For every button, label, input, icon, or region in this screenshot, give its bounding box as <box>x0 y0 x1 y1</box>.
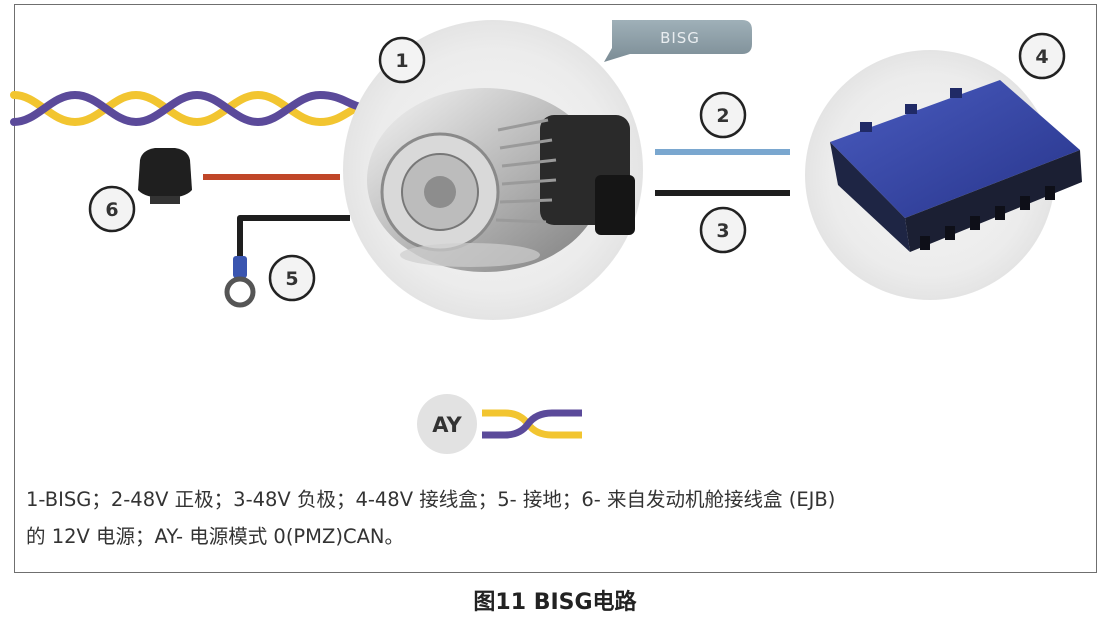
callout-6 <box>88 185 136 233</box>
callout-3 <box>699 206 747 254</box>
bisg-tag-label: BISG <box>660 29 700 47</box>
caption-line-1: 1-BISG；2-48V 正极；3-48V 负极；4-48V 接线盒；5- 接地… <box>26 488 836 511</box>
callout-1 <box>378 36 426 84</box>
ejb-connector <box>138 148 192 204</box>
callout-2-label: 2 <box>716 105 729 127</box>
bisg-alternator <box>367 88 635 272</box>
bisg-tag <box>604 20 752 62</box>
bisg-circuit-diagram: BISG 1 <box>10 20 1082 454</box>
ay-legend <box>417 394 582 454</box>
figure-title: 图11 BISG电路 <box>473 590 637 615</box>
legend-caption: 1-BISG；2-48V 正极；3-48V 负极；4-48V 接线盒；5- 接地… <box>26 481 1086 555</box>
junction-box-48v <box>830 80 1082 252</box>
callout-2 <box>699 91 747 139</box>
callout-1-label: 1 <box>395 50 408 72</box>
callout-5 <box>268 254 316 302</box>
callout-3-label: 3 <box>716 220 729 242</box>
twisted-can-wire <box>10 90 374 127</box>
ay-badge-label: AY <box>432 413 462 437</box>
ground-wire <box>224 215 350 308</box>
callout-5-label: 5 <box>285 268 298 290</box>
callout-4-label: 4 <box>1035 46 1048 68</box>
callout-6-label: 6 <box>105 199 118 221</box>
caption-line-2: 的 12V 电源；AY- 电源模式 0(PMZ)CAN。 <box>26 525 405 548</box>
callout-4 <box>1018 32 1066 80</box>
